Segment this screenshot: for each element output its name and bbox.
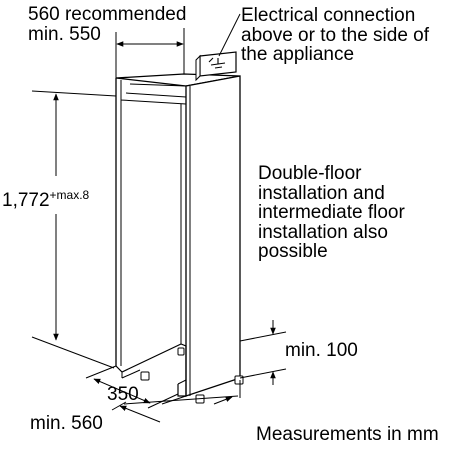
- cabinet-side-panel: [185, 75, 241, 397]
- electrical-label-line-3: the appliance: [241, 44, 355, 65]
- height-tolerance: +max.8: [49, 188, 90, 202]
- units-note: Measurements in mm: [256, 424, 439, 445]
- cabinet-back-top-edge: [129, 83, 187, 87]
- depth-min-560-label: min. 560: [30, 413, 103, 434]
- electrical-symbol-icon: [208, 57, 226, 69]
- cabinet-top-rail: [125, 92, 187, 98]
- height-label: 1,772+max.8: [2, 185, 89, 211]
- electrical-leader-line: [218, 13, 241, 57]
- depth-560-dimension: [111, 380, 241, 423]
- width-recommended-label: 560 recommended: [28, 4, 187, 25]
- floor-label-line-5: possible: [258, 241, 328, 262]
- cabinet-plinth-edge: [121, 369, 141, 379]
- cabinet-bottom-front-edge: [177, 379, 187, 385]
- depth-350-label: 350: [107, 384, 139, 405]
- floor-label-line-1: Double-floor: [258, 163, 362, 184]
- top-width-dimension: [115, 28, 185, 78]
- floor-label-line-3: intermediate floor: [258, 202, 405, 223]
- electrical-label-line-1: Electrical connection: [241, 5, 416, 26]
- floor-label-line-4: installation also: [258, 221, 388, 243]
- height-dimension: [31, 90, 117, 369]
- floor-label-line-2: installation and: [258, 182, 385, 204]
- width-min-label: min. 550: [28, 24, 101, 45]
- vent-min-label: min. 100: [285, 340, 358, 361]
- floor-installation-label: Double-floor installation and intermedia…: [258, 164, 405, 262]
- height-value: 1,772: [2, 190, 50, 211]
- cabinet-feet: [140, 347, 244, 404]
- electrical-label-line-2: above or to the side of: [241, 24, 430, 46]
- vent-dimension: [239, 320, 287, 385]
- cabinet-opening-top: [120, 80, 187, 105]
- electrical-connection-label: Electrical connection above or to the si…: [241, 6, 429, 65]
